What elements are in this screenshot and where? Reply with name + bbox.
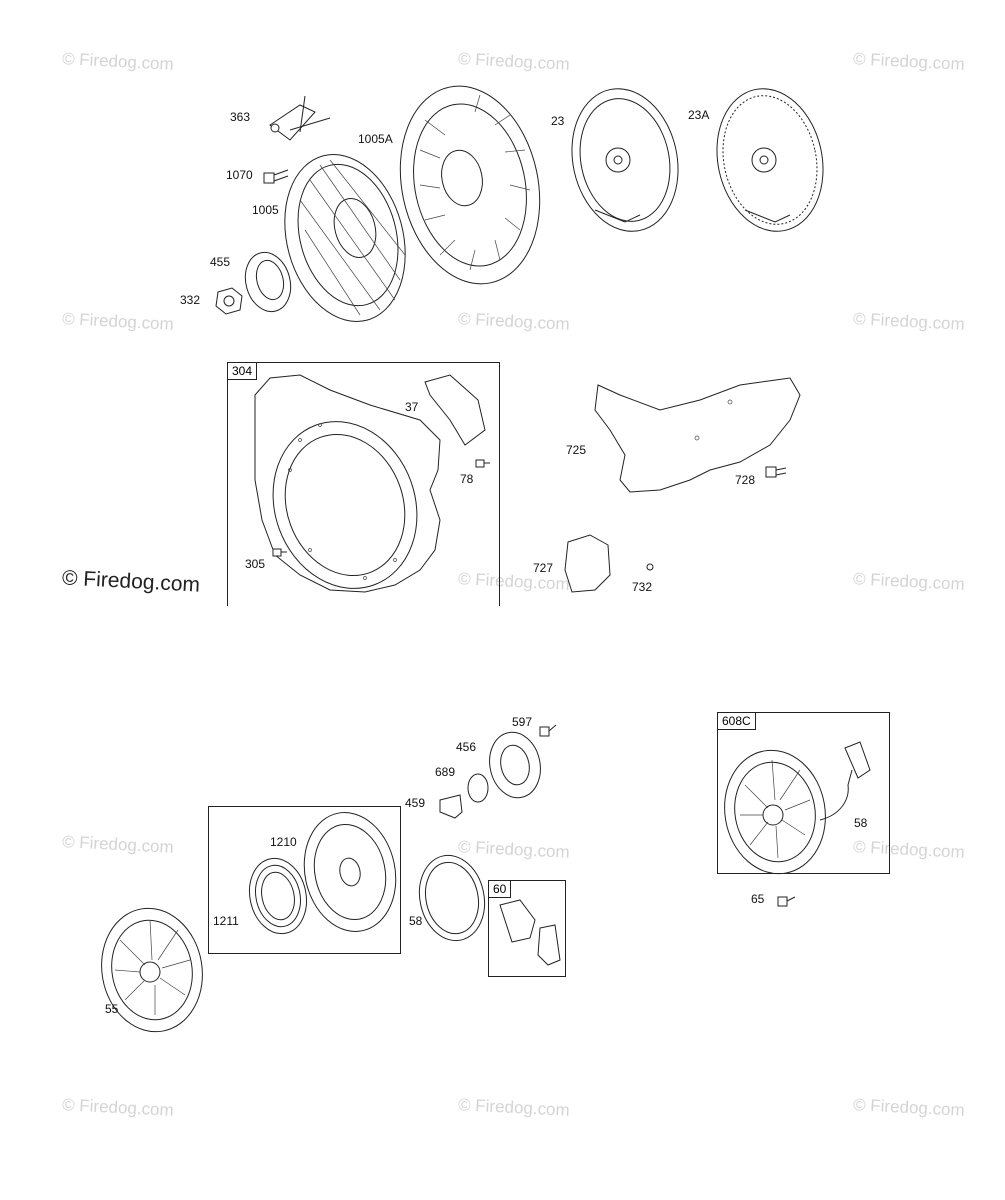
part-727-cover (564, 534, 611, 593)
part-label-1211: 1211 (213, 914, 239, 928)
part-608c-rewind-starter (724, 741, 871, 875)
part-1070-bolt (263, 169, 289, 184)
part-78-screw (475, 459, 490, 468)
part-689-ring (467, 773, 489, 803)
part-label-332: 332 (180, 293, 201, 307)
part-label-456: 456 (456, 740, 477, 754)
part-label-23a: 23A (688, 108, 710, 122)
part-label-1005: 1005 (252, 203, 279, 217)
part-label-732: 732 (632, 580, 653, 594)
part-label-37: 37 (405, 400, 419, 414)
part-label-363: 363 (230, 110, 251, 124)
part-23a-flywheel (716, 88, 824, 232)
part-label-689: 689 (435, 765, 456, 779)
part-label-58-starter: 58 (854, 816, 868, 830)
part-55-starter-housing (101, 907, 203, 1033)
part-597-screw (539, 724, 557, 737)
part-label-65: 65 (751, 892, 765, 906)
part-23-flywheel (571, 88, 679, 232)
part-label-455: 455 (210, 255, 231, 269)
part-label-78: 78 (460, 472, 474, 486)
part-1005-screen (284, 154, 406, 322)
group-tag-608c: 608C (718, 713, 756, 730)
part-455-cup (244, 251, 292, 313)
group-tag-60: 60 (489, 881, 512, 898)
part-label-305: 305 (245, 557, 266, 571)
group-box-304: 304 (227, 362, 500, 606)
part-label-58-rope: 58 (409, 914, 423, 928)
part-label-597: 597 (512, 715, 533, 729)
part-58-rope (418, 854, 486, 942)
part-label-1210: 1210 (270, 835, 297, 849)
part-1005a-flywheel (399, 85, 541, 285)
part-305-screw (272, 548, 287, 557)
part-332-nut (215, 287, 243, 315)
part-label-23: 23 (551, 114, 565, 128)
part-304-blower-housing (254, 374, 441, 593)
part-725-shroud (594, 377, 801, 493)
part-label-459: 459 (405, 796, 426, 810)
part-1211-spring (248, 857, 308, 935)
group-box-1210 (208, 806, 401, 954)
part-728-screw (765, 466, 787, 478)
group-box-60: 60 (488, 880, 566, 977)
part-60-handle (499, 899, 561, 966)
part-label-1070: 1070 (226, 168, 253, 182)
group-tag-304: 304 (228, 363, 258, 380)
part-65-screw (777, 896, 796, 907)
part-label-727: 727 (533, 561, 554, 575)
part-459-pawl (439, 794, 463, 819)
part-363-bracket (269, 95, 331, 141)
part-37-guard (424, 374, 486, 446)
part-1210-pulley (303, 812, 397, 932)
part-label-725: 725 (566, 443, 587, 457)
part-label-728: 728 (735, 473, 756, 487)
part-456-pawl-plate (489, 731, 541, 799)
part-label-1005a: 1005A (358, 132, 393, 146)
part-732-screw (646, 563, 654, 571)
part-label-55: 55 (105, 1002, 119, 1016)
group-box-608c: 608C (717, 712, 890, 874)
